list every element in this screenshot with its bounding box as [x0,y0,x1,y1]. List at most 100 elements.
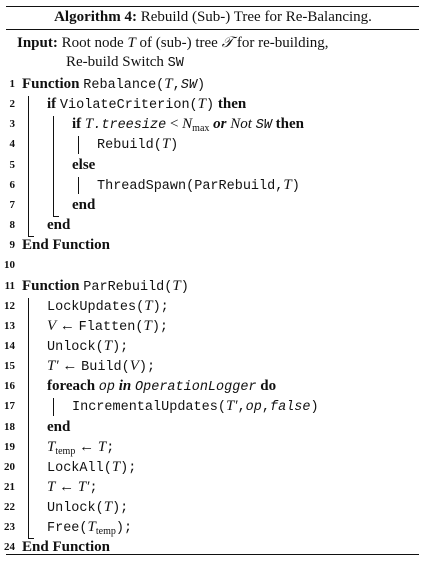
line-number: 3 [9,118,16,131]
code-line: 8 end [0,214,426,237]
caption-label: Algorithm 4: [54,9,137,25]
code-token: T [103,337,113,354]
code-token: T′ [77,479,90,495]
code-token: ) [206,98,215,114]
code-token: T [111,458,121,475]
code-token: Build( [81,360,130,376]
code-line: 12 LockUpdates(T); [0,295,426,318]
code-token: max [192,123,210,135]
code-token: ParRebuild( [83,279,173,295]
foreach-block-bar [53,398,54,416]
line-code: Unlock(T); [47,336,128,358]
code-token: ); [138,360,156,376]
code-token: ← [75,438,98,455]
code-token: ); [115,521,133,537]
line-code: end [72,195,95,215]
code-line: 9 End Function [0,234,426,257]
code-token: End Function [22,237,110,254]
code-token: T [47,479,56,495]
caption-rule [6,29,419,30]
input-var-caltree: 𝒯 [221,33,234,51]
code-token: Rebalance( [83,78,165,93]
code-token: T′ [47,358,59,375]
code-token: ); [120,460,137,476]
code-line: 3 if T.treesize < Nmax or Not SW then [0,113,426,136]
input-var-t: T [127,35,136,51]
algorithm-caption: Algorithm 4: Rebuild (Sub-) Tree for Re-… [0,6,426,29]
code-token: OperationLogger [135,380,257,396]
code-token: in [118,378,132,395]
input-text-2: of (sub-) tree [139,35,218,51]
code-line: 24 End Function [0,536,426,559]
line-code: End Function [22,235,110,255]
code-token: end [47,217,71,234]
code-token: ← [55,479,78,495]
bottom-rule [6,554,419,556]
line-number: 14 [4,339,15,352]
line-number: 2 [9,98,16,111]
code-token: ViolateCriterion( [59,98,198,114]
input-text-3: for re-building, [236,35,329,51]
line-number: 11 [4,279,15,292]
code-token: ) [291,178,300,194]
code-token: T [172,277,181,294]
code-line: 14 Unlock(T); [0,335,426,358]
code-token: ); [152,299,169,315]
line-code: Function Rebalance(T,SW) [22,74,205,96]
code-token: end [47,418,71,435]
line-number: 1 [9,78,16,90]
line-number: 18 [4,420,15,433]
code-token: End Function [22,539,110,556]
line-code: end [47,215,70,235]
line-number: 9 [9,239,16,252]
code-token: foreach [47,378,96,395]
code-line: 6 ThreadSpawn(ParRebuild,T) [0,174,426,197]
code-token: ) [170,138,179,154]
line-code: V ← Flatten(T); [47,316,168,338]
line-code: if T.treesize < Nmax or Not SW then [72,114,304,136]
line-number: 8 [9,219,16,232]
line-code: if ViolateCriterion(T) then [47,94,246,116]
code-token: T [87,519,96,536]
code-token: T [143,317,152,334]
code-token: ) [180,279,189,295]
parrebuild-block-bar [28,297,29,540]
line-code: Function ParRebuild(T) [22,276,189,298]
code-token: SW [180,78,197,93]
code-token: Unlock( [47,501,104,517]
line-code: end [47,417,70,437]
code-token: , [237,400,246,416]
code-token: LockUpdates( [47,299,145,315]
line-number: 20 [4,460,15,473]
line-number: 6 [9,178,16,191]
line-number: 12 [4,299,15,312]
line-code: LockUpdates(T); [47,296,169,318]
line-number: 24 [4,541,15,554]
line-code: ThreadSpawn(ParRebuild,T) [97,175,300,197]
if-block-bar [53,116,54,218]
code-token: temp [95,526,116,538]
code-token: temp [55,445,76,457]
line-code: LockAll(T); [47,457,136,479]
code-token: ; [106,440,115,456]
parrebuild-block-bar-hook [28,538,34,540]
code-token: op [245,400,262,416]
code-token: LockAll( [47,460,112,476]
code-token: , [261,400,270,416]
code-token: ) [196,78,206,93]
line-code: Rebuild(T) [97,134,178,156]
code-token: , [172,78,181,93]
line-code: IncrementalUpdates(T′,op,false) [72,396,319,418]
line-number: 10 [4,259,15,272]
code-token: false [269,400,311,416]
code-token: then [217,96,247,113]
